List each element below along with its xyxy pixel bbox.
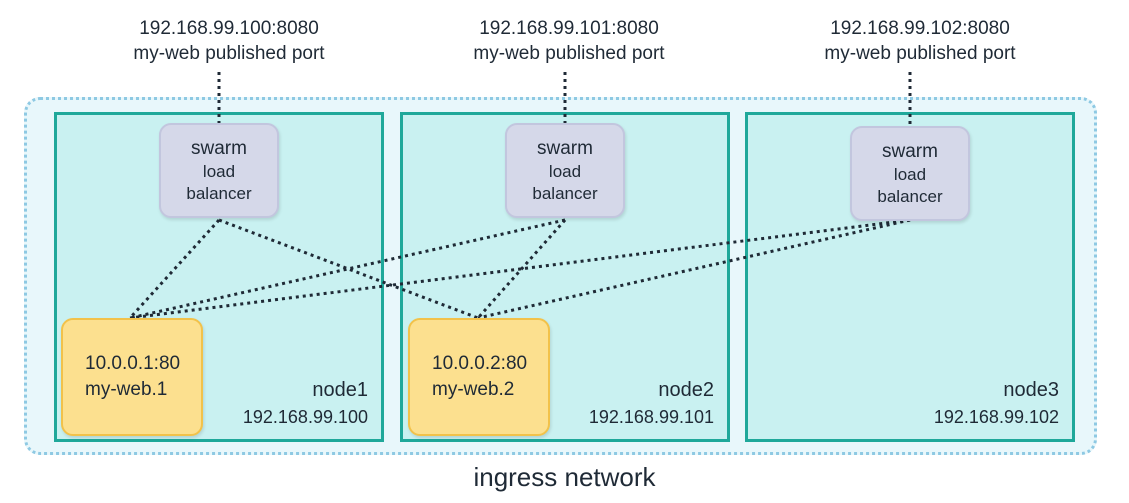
node-ip-1: 192.168.99.100 — [242, 407, 368, 427]
load-balancer-line-3: balancer — [532, 183, 598, 203]
published-port-caption: my-web published port — [824, 43, 1016, 64]
node-name-2: node2 — [658, 379, 714, 401]
load-balancer-line-2: load — [548, 161, 582, 181]
node-name-1: node1 — [312, 379, 368, 401]
load-balancer-line-3: balancer — [877, 186, 943, 206]
task-name: my-web.1 — [85, 379, 168, 400]
load-balancer-line-2: load — [893, 164, 927, 184]
ingress-network-label: ingress network — [473, 462, 656, 492]
published-port-caption: my-web published port — [133, 43, 325, 64]
swarm-load-balancer-3: swarm load balancer — [850, 126, 970, 221]
swarm-load-balancer-1: swarm load balancer — [159, 123, 279, 218]
task-address: 10.0.0.2:80 — [432, 353, 528, 374]
swarm-load-balancer-2: swarm load balancer — [505, 123, 625, 218]
node-ip-2: 192.168.99.101 — [588, 407, 714, 427]
published-port-address: 192.168.99.100:8080 — [139, 18, 319, 39]
published-port-label-1: 192.168.99.100:8080 my-web published por… — [99, 16, 359, 66]
load-balancer-line-2: load — [202, 161, 236, 181]
published-port-caption: my-web published port — [473, 43, 665, 64]
load-balancer-line-1: swarm — [537, 137, 593, 159]
node-ip-3: 192.168.99.102 — [933, 407, 1059, 427]
load-balancer-line-1: swarm — [882, 140, 938, 162]
published-port-address: 192.168.99.101:8080 — [479, 18, 659, 39]
load-balancer-line-3: balancer — [186, 183, 252, 203]
task-name: my-web.2 — [432, 379, 515, 400]
node-name-3: node3 — [1003, 379, 1059, 401]
service-task-1: 10.0.0.1:80 my-web.1 — [61, 318, 203, 436]
published-port-label-3: 192.168.99.102:8080 my-web published por… — [790, 16, 1050, 66]
load-balancer-line-1: swarm — [191, 137, 247, 159]
published-port-address: 192.168.99.102:8080 — [830, 18, 1010, 39]
published-port-label-2: 192.168.99.101:8080 my-web published por… — [439, 16, 699, 66]
task-address: 10.0.0.1:80 — [85, 353, 181, 374]
service-task-2: 10.0.0.2:80 my-web.2 — [408, 318, 550, 436]
